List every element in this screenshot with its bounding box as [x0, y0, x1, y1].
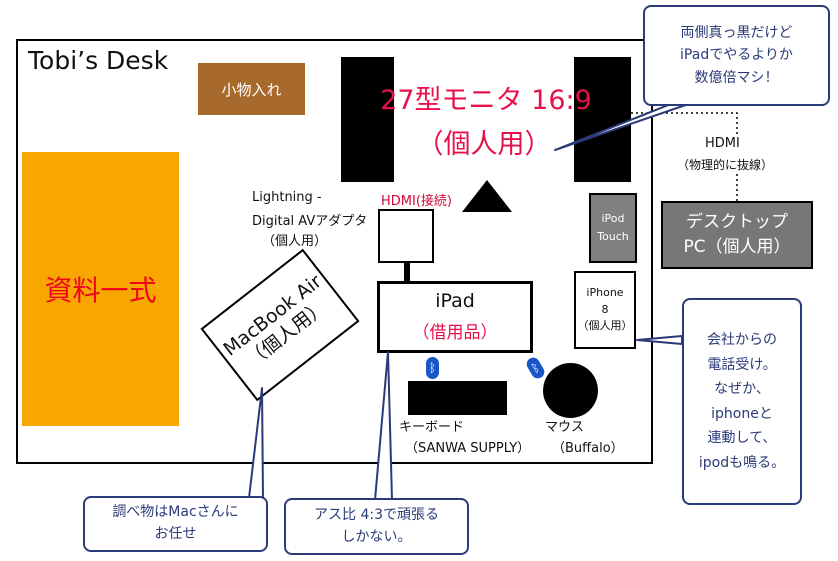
ipad-status-label: （借用品） — [412, 323, 498, 343]
callout-text: しかない。 — [341, 528, 412, 545]
mouse-device — [543, 363, 598, 418]
desk-title: Tobi’s Desk — [28, 46, 169, 75]
monitor-owner-label: （個人用） — [416, 129, 552, 160]
ipad-device — [377, 281, 533, 353]
bluetooth-icon: ᛒ — [426, 357, 439, 379]
ipod-label-line1: iPod — [601, 212, 625, 226]
callout-text: お任せ — [154, 526, 197, 542]
keyboard-device — [408, 381, 507, 415]
callout-text: アス比 4:3で頑張る — [314, 506, 439, 523]
callout-text: 連動して、 — [707, 430, 777, 446]
monitor-stand — [462, 180, 512, 212]
ipad-callout: アス比 4:3で頑張る しかない。 — [284, 498, 469, 555]
callout-text: 電話受け。 — [707, 356, 777, 373]
pc-label-line1: デスクトップ — [686, 212, 788, 233]
av-adapter — [378, 209, 434, 263]
iphone-label-line3: （個人用） — [577, 319, 633, 333]
callout-text: なぜか、 — [714, 381, 770, 397]
hdmi-connected-label: HDMI(接続) — [381, 194, 452, 209]
ipod-label-line2: Touch — [597, 230, 629, 243]
ipad-label: iPad — [435, 290, 475, 312]
iphone-device: iPhone 8 （個人用） — [574, 271, 636, 349]
small-items-tray: 小物入れ — [198, 63, 305, 115]
callout-text: 会社からの — [707, 332, 777, 348]
callout-text: ipodも鳴る。 — [698, 454, 786, 471]
macbook-callout: 調べ物はMacさんに お任せ — [83, 496, 268, 552]
documents-stack: 資料一式 — [22, 152, 179, 426]
keyboard-label: キーボード — [399, 420, 465, 435]
adapter-label-line2: Digital AVアダプタ — [252, 214, 368, 229]
mouse-label: マウス — [545, 420, 585, 435]
iphone-label-line1: iPhone — [586, 286, 624, 300]
adapter-label-line3: （個人用） — [262, 234, 328, 249]
iphone-label-line2: 8 — [601, 302, 609, 316]
hdmi-label: HDMI — [705, 136, 740, 151]
callout-text: iPadでやるよりか — [680, 47, 793, 64]
pc-label-line2: PC（個人用） — [683, 237, 791, 257]
desktop-pc: デスクトップ PC（個人用） — [661, 201, 813, 269]
callout-text: 調べ物はMacさんに — [112, 504, 239, 521]
hdmi-disconnected-label: （物理的に抜線） — [677, 158, 774, 172]
adapter-cable — [404, 263, 410, 281]
callout-text: 両側真っ黒だけど — [680, 24, 793, 41]
callout-text: 数億倍マシ！ — [694, 69, 779, 86]
mouse-brand-label: （Buffalo） — [552, 441, 624, 456]
keyboard-brand-label: （SANWA SUPPLY） — [405, 441, 531, 456]
adapter-label-line1: Lightning - — [252, 190, 322, 205]
iphone-callout: 会社からの 電話受け。 なぜか、 iphoneと 連動して、 ipodも鳴る。 — [682, 298, 802, 505]
callout-text: iphoneと — [711, 405, 773, 422]
monitor-label: 27型モニタ 16:9 — [380, 85, 592, 116]
ipod-device: iPod Touch — [589, 193, 637, 263]
monitor-screen — [394, 57, 574, 182]
monitor-callout: 両側真っ黒だけど iPadでやるよりか 数億倍マシ！ — [643, 5, 830, 106]
